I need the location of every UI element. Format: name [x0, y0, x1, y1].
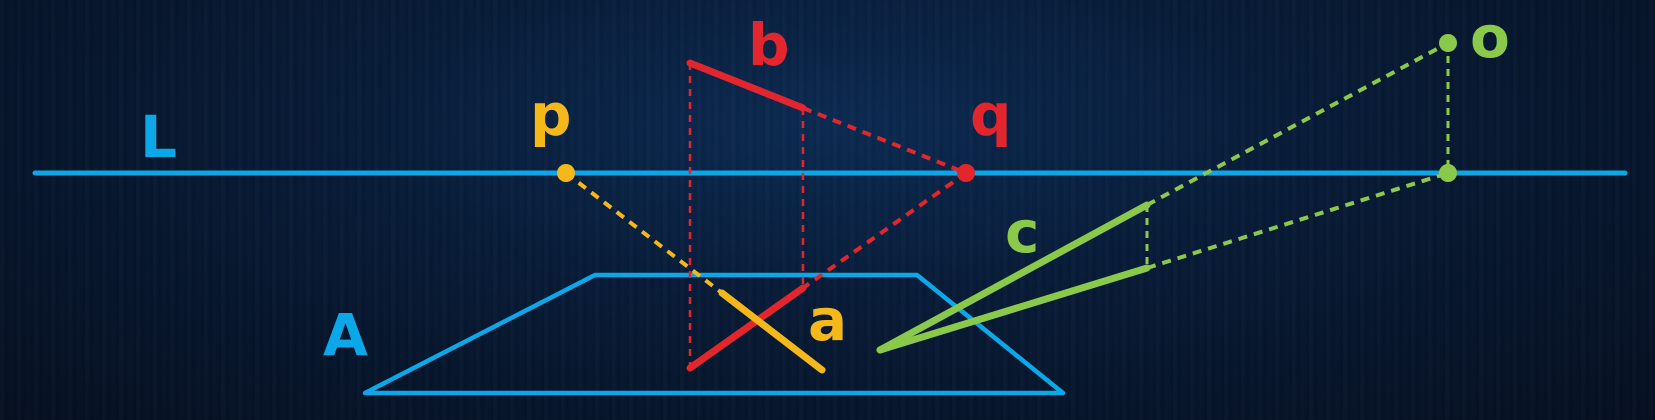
red-dashed-q-to-shadow: [801, 171, 968, 290]
label-A: A: [323, 301, 368, 369]
label-q: q: [970, 81, 1012, 149]
point-q: [957, 164, 975, 182]
segment-c-upper: [876, 201, 1151, 354]
plane-A: [362, 272, 1066, 396]
segment-c-lower: [876, 264, 1151, 354]
green-dashed-c-to-o: [1146, 41, 1449, 207]
label-b: b: [748, 11, 790, 79]
green-dashed-c-to-L: [1146, 171, 1449, 270]
point-p: [557, 164, 575, 182]
label-c: c: [1005, 198, 1039, 266]
yellow-dashed-p-to-a: [564, 171, 724, 295]
red-dashed-b-to-q: [802, 106, 967, 175]
label-p: p: [530, 81, 572, 149]
segment-a: [718, 289, 826, 374]
segment-b: [686, 59, 807, 112]
point-o-foot: [1439, 164, 1457, 182]
label-L: L: [140, 103, 177, 171]
label-o: o: [1470, 3, 1510, 71]
point-o: [1439, 34, 1457, 52]
label-a: a: [808, 286, 847, 354]
segment-b-shadow: [686, 284, 807, 372]
